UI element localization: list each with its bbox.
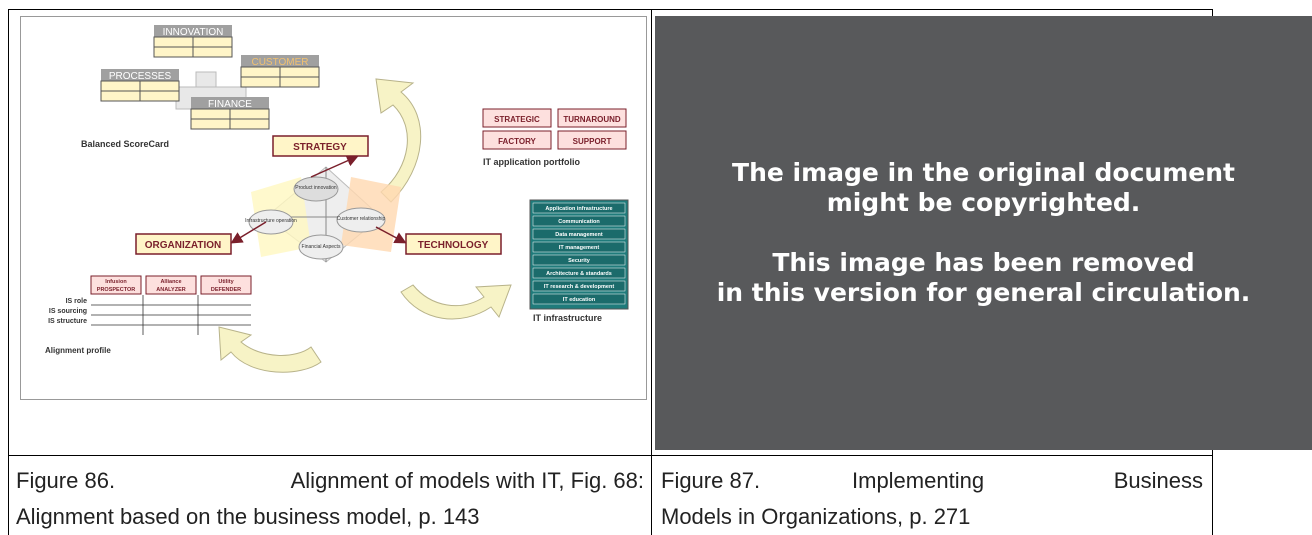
bsc-finance: FINANCE [190, 97, 270, 130]
svg-text:Alignment profile: Alignment profile [45, 346, 111, 355]
svg-text:FINANCE: FINANCE [208, 99, 252, 110]
svg-text:INNOVATION: INNOVATION [163, 27, 224, 38]
curved-arrow-bottom [218, 326, 322, 373]
curved-arrow-right [400, 284, 512, 320]
it-infrastructure: Application infrastructure Communication… [529, 199, 629, 323]
svg-text:Alliance: Alliance [160, 279, 181, 285]
table-divider-middle [651, 9, 652, 535]
svg-text:Application infrastructure: Application infrastructure [545, 206, 612, 212]
table-border-top [8, 9, 1213, 10]
svg-text:IS sourcing: IS sourcing [49, 308, 87, 315]
svg-text:IT research & development: IT research & development [544, 284, 614, 290]
table-border-left [8, 9, 9, 535]
svg-text:IT application portfolio: IT application portfolio [483, 157, 580, 167]
table-row-divider [8, 455, 1213, 456]
it-application-portfolio: STRATEGIC TURNAROUND FACTORY SUPPORT IT … [482, 108, 627, 167]
svg-text:Customer relationship: Customer relationship [337, 216, 386, 222]
svg-text:Communication: Communication [558, 219, 600, 225]
svg-text:ANALYZER: ANALYZER [156, 287, 185, 293]
svg-text:TURNAROUND: TURNAROUND [563, 115, 621, 124]
svg-text:Data management: Data management [555, 232, 603, 238]
svg-text:IT infrastructure: IT infrastructure [533, 313, 602, 323]
svg-text:IT management: IT management [559, 245, 600, 251]
svg-text:STRATEGIC: STRATEGIC [494, 115, 540, 124]
svg-text:Utility: Utility [218, 279, 234, 285]
notice-line-1: The image in the original document [732, 158, 1235, 187]
figure-86-caption-line2: Alignment based on the business model, p… [16, 504, 480, 529]
svg-text:PROCESSES: PROCESSES [109, 71, 172, 82]
node-organization: ORGANIZATION [135, 233, 232, 255]
notice-line-2: might be copyrighted. [826, 188, 1141, 217]
figure-87-caption-word1: Figure 87. [661, 468, 761, 493]
svg-text:STRATEGY: STRATEGY [293, 142, 347, 153]
figure-87-caption-word3: Business [1113, 468, 1203, 493]
notice-line-3: This image has been removed [772, 248, 1195, 277]
svg-text:SUPPORT: SUPPORT [573, 137, 612, 146]
svg-text:Security: Security [568, 258, 591, 264]
bsc-processes: PROCESSES [100, 69, 180, 102]
bsc-innovation: INNOVATION [153, 25, 233, 58]
figure-86-caption-line1-right: Alignment of models with IT, Fig. 68: [290, 468, 644, 493]
svg-text:ORGANIZATION: ORGANIZATION [145, 240, 221, 251]
svg-text:Infusion: Infusion [105, 279, 127, 285]
figure-86-diagram: INNOVATION PROCESSES CUSTOMER FINANCE Ba… [20, 16, 647, 400]
svg-text:TECHNOLOGY: TECHNOLOGY [418, 240, 489, 251]
figure-87-caption-word2: Implementing [852, 468, 985, 493]
svg-text:Architecture & standards: Architecture & standards [546, 271, 612, 277]
svg-text:Financial Aspects: Financial Aspects [302, 244, 341, 250]
svg-text:IT education: IT education [563, 297, 596, 303]
svg-text:IS role: IS role [66, 298, 88, 305]
svg-text:FACTORY: FACTORY [498, 137, 536, 146]
curved-arrow-top [375, 78, 422, 203]
node-technology: TECHNOLOGY [405, 233, 502, 255]
figure-87-caption-line2: Models in Organizations, p. 271 [661, 504, 971, 529]
svg-text:CUSTOMER: CUSTOMER [251, 57, 308, 68]
bsc-customer: CUSTOMER [240, 55, 320, 88]
svg-text:PROSPECTOR: PROSPECTOR [97, 287, 135, 293]
svg-text:DEFENDER: DEFENDER [211, 287, 241, 293]
figure-87-removed-notice: The image in the original document might… [655, 16, 1312, 450]
bsc-label: Balanced ScoreCard [81, 139, 169, 149]
notice-line-4: in this version for general circulation. [716, 278, 1251, 307]
svg-text:IS structure: IS structure [48, 318, 87, 325]
alignment-profile: Infusion PROSPECTOR Alliance ANALYZER Ut… [45, 275, 252, 355]
node-strategy: STRATEGY [272, 135, 369, 157]
svg-text:Infrastructure operation: Infrastructure operation [245, 218, 297, 224]
svg-text:Product innovation: Product innovation [295, 185, 337, 191]
figure-86-caption-line1-left: Figure 86. [16, 468, 116, 493]
